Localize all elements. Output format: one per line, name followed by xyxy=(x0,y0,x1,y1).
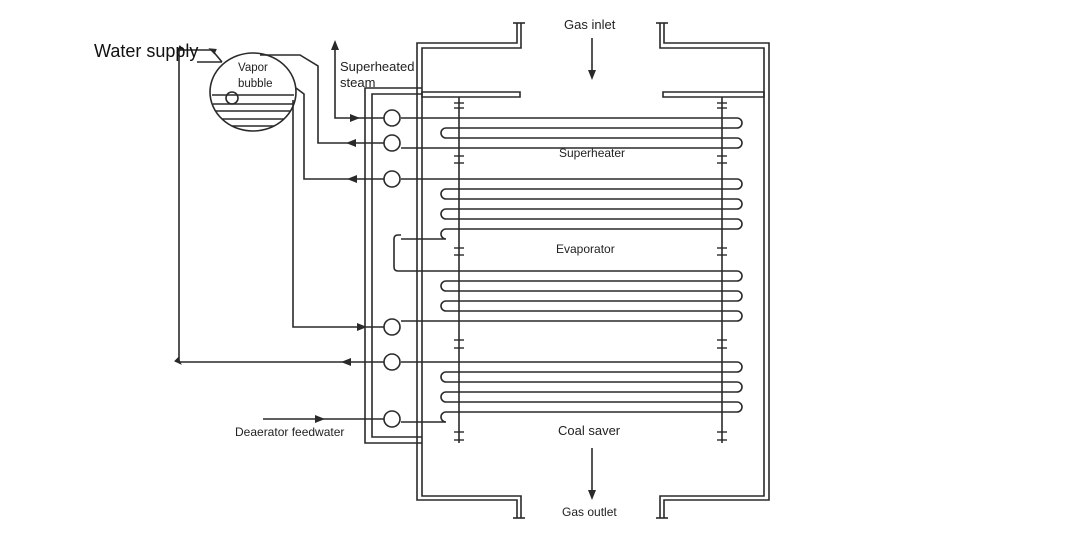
evaporator-connector xyxy=(394,235,401,271)
support-rods xyxy=(454,97,727,443)
coal-saver-label: Coal saver xyxy=(558,423,621,438)
piping xyxy=(174,42,384,419)
deaerator-feedwater-label: Deaerator feedwater xyxy=(235,425,345,439)
vapor-bubble-label-line2: bubble xyxy=(238,78,273,90)
superheated-steam-label-line2: steam xyxy=(340,75,376,90)
evaporator-label: Evaporator xyxy=(556,242,615,256)
superheater-label: Superheater xyxy=(559,146,626,160)
evaporator-coil-lower xyxy=(401,271,742,321)
header-nozzles xyxy=(384,110,400,427)
evaporator-coil-upper xyxy=(401,179,742,239)
inlet-baffles xyxy=(422,92,764,97)
economizer-coil xyxy=(401,362,742,422)
vapor-bubble-label-line1: Vapor xyxy=(238,62,268,74)
gas-inlet-label: Gas inlet xyxy=(564,17,616,32)
water-supply-label: Water supply xyxy=(94,41,199,61)
header-box xyxy=(365,88,422,443)
flow-arrows xyxy=(315,40,596,500)
gas-outlet-label: Gas outlet xyxy=(562,505,617,519)
superheated-steam-label-line1: Superheated xyxy=(340,59,415,74)
superheater-coil xyxy=(401,118,742,148)
